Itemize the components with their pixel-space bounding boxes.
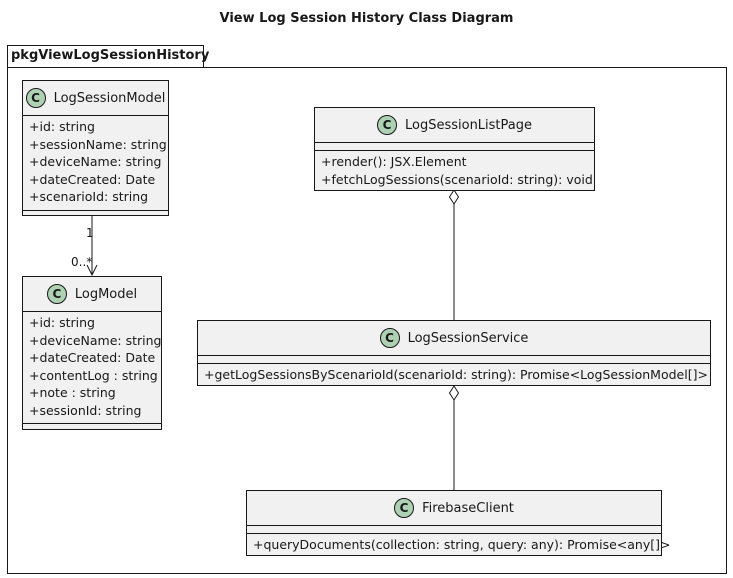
class-field: +sessionId: string — [29, 402, 142, 418]
class-stereotype-icon: C — [379, 328, 400, 348]
class-methods: +render(): JSX.Element +fetchLogSessions… — [315, 150, 594, 192]
package-frame — [7, 67, 727, 574]
class-fields: +id: string +deviceName: string +dateCre… — [23, 311, 161, 423]
source-multiplicity: 1 — [86, 226, 94, 240]
class-fields — [247, 525, 661, 533]
class-name: FirebaseClient — [422, 500, 514, 516]
class-name: LogSessionListPage — [404, 117, 533, 133]
class-field: +deviceName: string — [29, 154, 162, 169]
class-method: +queryDocuments(collection: string, quer… — [253, 537, 671, 552]
package-tab — [7, 45, 204, 68]
target-multiplicity: 0..* — [71, 255, 93, 269]
class-header: C LogSessionListPage — [315, 108, 594, 142]
class-methods — [23, 423, 161, 431]
class-stereotype-icon: C — [46, 284, 67, 304]
diagram-title: View Log Session History Class Diagram — [219, 11, 514, 26]
class-methods: +getLogSessionsByScenarioId(scenarioId: … — [198, 363, 710, 388]
class-method: +getLogSessionsByScenarioId(scenarioId: … — [204, 367, 708, 382]
class-methods: +queryDocuments(collection: string, quer… — [247, 533, 671, 558]
class-methods — [23, 209, 168, 218]
class-log-session-list-page[interactable]: C LogSessionListPage +render(): JSX.Elem… — [314, 107, 595, 191]
class-field: +dateCreated: Date — [29, 350, 156, 365]
class-fields: +id: string +sessionName: string +device… — [23, 115, 168, 210]
class-field: +sessionName: string — [29, 136, 167, 152]
class-header: C LogSessionService — [198, 321, 710, 355]
class-name: LogModel — [74, 286, 138, 302]
class-fields — [315, 142, 594, 150]
class-field: +id: string — [29, 119, 95, 134]
class-field: +id: string — [29, 315, 95, 330]
aggregation-diamond-1 — [448, 189, 460, 205]
class-field: +dateCreated: Date — [29, 171, 156, 187]
class-field: +contentLog : string — [29, 367, 158, 383]
class-method: +render(): JSX.Element — [321, 154, 467, 169]
class-header: C LogModel — [23, 277, 161, 311]
class-header: C FirebaseClient — [247, 491, 661, 525]
class-stereotype-icon: C — [394, 498, 415, 518]
class-field: +deviceName: string — [29, 332, 162, 348]
class-log-session-service[interactable]: C LogSessionService +getLogSessionsBySce… — [197, 320, 711, 386]
package-name: pkgViewLogSessionHistory — [11, 48, 210, 63]
class-stereotype-icon: C — [25, 88, 46, 108]
class-field: +scenarioId: string — [29, 189, 149, 204]
class-field: +note : string — [29, 385, 116, 400]
class-log-model[interactable]: C LogModel +id: string +deviceName: stri… — [22, 276, 162, 430]
class-name: LogSessionService — [407, 330, 529, 346]
aggregation-diamond-2 — [448, 385, 460, 401]
class-fields — [198, 355, 710, 363]
class-log-session-model[interactable]: C LogSessionModel +id: string +sessionNa… — [22, 80, 169, 216]
class-header: C LogSessionModel — [23, 81, 168, 115]
association-arrowhead — [86, 264, 98, 277]
class-method: +fetchLogSessions(scenarioId: string): v… — [321, 171, 593, 187]
class-stereotype-icon: C — [376, 115, 397, 135]
class-name: LogSessionModel — [53, 90, 166, 106]
class-firebase-client[interactable]: C FirebaseClient +queryDocuments(collect… — [246, 490, 671, 558]
